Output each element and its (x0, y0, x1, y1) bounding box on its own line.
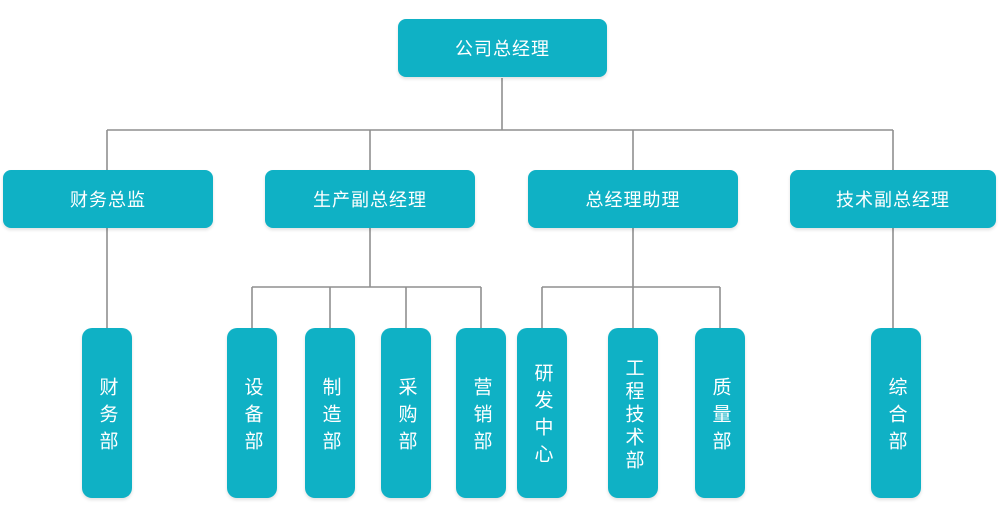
node-label: 设备部 (241, 376, 264, 458)
node-general-manager: 公司总经理 (398, 19, 607, 77)
node-label: 技术副总经理 (836, 190, 950, 211)
node-finance-dept: 财务部 (82, 328, 132, 498)
node-gm-assistant: 总经理助理 (528, 170, 738, 228)
node-label: 质量部 (709, 376, 732, 458)
node-label: 采购部 (395, 376, 418, 458)
node-manufacturing-dept: 制造部 (305, 328, 355, 498)
node-technical-vice-gm: 技术副总经理 (790, 170, 996, 228)
node-label: 生产副总经理 (313, 190, 427, 211)
node-label: 财务总监 (70, 190, 146, 211)
node-production-vice-gm: 生产副总经理 (265, 170, 475, 228)
node-label: 总经理助理 (585, 190, 681, 211)
node-finance-director: 财务总监 (3, 170, 213, 228)
node-label: 营销部 (470, 376, 493, 458)
node-label: 工程技术部 (622, 357, 645, 473)
node-label: 制造部 (319, 376, 342, 458)
node-label: 综合部 (885, 376, 908, 458)
node-label: 公司总经理 (455, 39, 550, 60)
node-general-affairs-dept: 综合部 (871, 328, 921, 498)
node-engineering-tech-dept: 工程技术部 (608, 328, 658, 498)
node-quality-dept: 质量部 (695, 328, 745, 498)
node-purchasing-dept: 采购部 (381, 328, 431, 498)
node-label: 研发中心 (531, 363, 554, 471)
node-rd-center: 研发中心 (517, 328, 567, 498)
node-label: 财务部 (96, 376, 119, 458)
node-equipment-dept: 设备部 (227, 328, 277, 498)
node-marketing-dept: 营销部 (456, 328, 506, 498)
